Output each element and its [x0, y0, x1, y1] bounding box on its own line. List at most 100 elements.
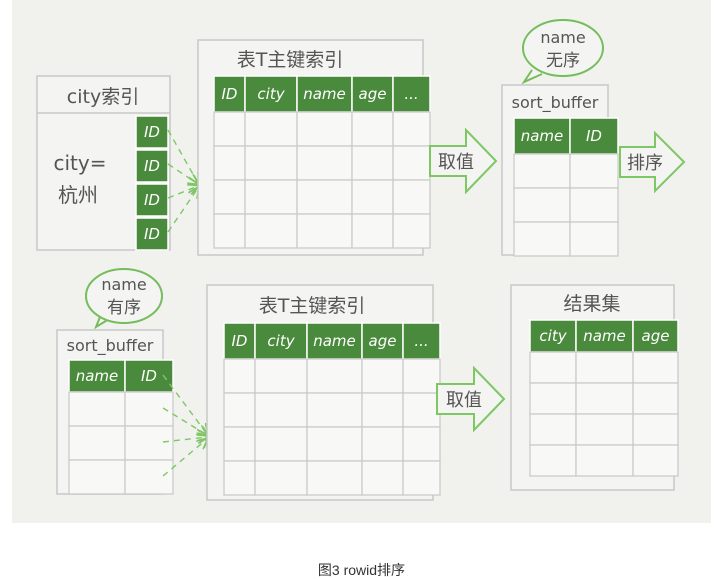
table-cell	[569, 153, 619, 189]
sort-label: 排序	[627, 153, 663, 174]
table-cell	[68, 459, 126, 495]
table-cell	[213, 145, 246, 181]
table-cell	[361, 392, 404, 428]
table-cell	[569, 221, 619, 257]
bottom-sort-buffer-title: sort_buffer	[67, 336, 154, 356]
table-cell	[223, 460, 256, 496]
column-header: ID	[141, 367, 157, 385]
top-fetch-label: 取值	[438, 152, 474, 173]
index-id-label: ID	[144, 123, 160, 141]
dashed-arrow	[167, 163, 198, 184]
dashed-arrow	[167, 188, 198, 233]
table-cell	[402, 392, 441, 428]
header-cell	[402, 322, 441, 360]
table-cell	[575, 444, 634, 477]
table-cell	[254, 460, 308, 496]
header-cell	[392, 75, 431, 113]
table-cell	[306, 358, 363, 394]
column-header: city	[539, 327, 567, 345]
header-cell	[361, 322, 404, 360]
top-table-title: 表T主键索引	[237, 49, 344, 71]
dashed-arrow	[162, 407, 207, 435]
index-id-label: ID	[144, 157, 160, 175]
column-header: age	[642, 327, 670, 345]
table-cell	[513, 221, 571, 257]
column-header: name	[521, 127, 564, 145]
top-sort-buffer-title: sort_buffer	[512, 93, 599, 113]
dashed-arrow	[167, 186, 198, 199]
header-cell	[306, 322, 363, 360]
dashed-arrow	[162, 439, 207, 477]
table-cell	[632, 382, 679, 415]
bottom-fetch-label: 取值	[446, 390, 482, 411]
table-cell	[296, 145, 353, 181]
table-cell	[306, 426, 363, 462]
bubble-shape	[85, 268, 163, 324]
table-cell	[575, 351, 634, 384]
table-cell	[124, 459, 174, 495]
header-cell	[569, 117, 619, 155]
column-header: ID	[586, 127, 602, 145]
bottom-table-title: 表T主键索引	[259, 295, 366, 317]
table-cell	[254, 392, 308, 428]
result-set-title: 结果集	[563, 293, 620, 315]
table-cell	[213, 111, 246, 147]
index-id-label: ID	[144, 225, 160, 243]
bottom-fetch-arrow: 取值	[436, 365, 506, 433]
column-header: name	[303, 85, 346, 103]
header-cell	[351, 75, 394, 113]
dashed-arrow	[167, 129, 198, 183]
table-cell	[513, 153, 571, 189]
header-cell	[223, 322, 256, 360]
table-cell	[529, 351, 577, 384]
table-cell	[569, 187, 619, 223]
table-cell	[351, 145, 394, 181]
header-cell	[575, 319, 634, 353]
table-cell	[361, 460, 404, 496]
column-header: name	[313, 332, 356, 350]
column-header: city	[257, 85, 285, 103]
bubble-shape	[522, 19, 604, 77]
table-cell	[296, 179, 353, 215]
index-id-cell	[135, 149, 169, 183]
city-condition-line1: city=	[54, 151, 107, 175]
block-arrow-shape	[436, 365, 506, 433]
top-speech-bubble: name 无序	[521, 19, 604, 85]
table-cell	[402, 358, 441, 394]
table-cell	[244, 145, 298, 181]
index-id-label: ID	[144, 191, 160, 209]
buffer-to-table-arrows	[162, 374, 207, 477]
bubble-line2: 有序	[107, 298, 141, 318]
header-cell	[513, 117, 571, 155]
dashed-arrow	[162, 374, 207, 434]
column-header: ID	[222, 85, 238, 103]
table-cell	[632, 351, 679, 384]
sort-arrow: 排序	[619, 130, 686, 194]
table-cell	[575, 382, 634, 415]
top-sort-buffer: sort_buffer name ID	[501, 84, 619, 257]
bubble-line1: name	[101, 275, 146, 294]
table-cell	[213, 179, 246, 215]
table-cell	[213, 213, 246, 249]
index-id-cell	[135, 183, 169, 217]
table-cell	[244, 111, 298, 147]
table-cell	[223, 392, 256, 428]
column-header: city	[267, 332, 295, 350]
index-id-cell	[135, 115, 169, 149]
table-cell	[402, 460, 441, 496]
bubble-tail	[521, 69, 543, 85]
table-cell	[361, 358, 404, 394]
table-cell	[529, 413, 577, 446]
table-cell	[223, 358, 256, 394]
city-to-table-arrows	[167, 129, 198, 233]
table-cell	[513, 187, 571, 223]
table-cell	[306, 460, 363, 496]
table-cell	[529, 444, 577, 477]
table-cell	[244, 179, 298, 215]
column-header: ...	[404, 85, 418, 103]
column-header: age	[369, 332, 397, 350]
